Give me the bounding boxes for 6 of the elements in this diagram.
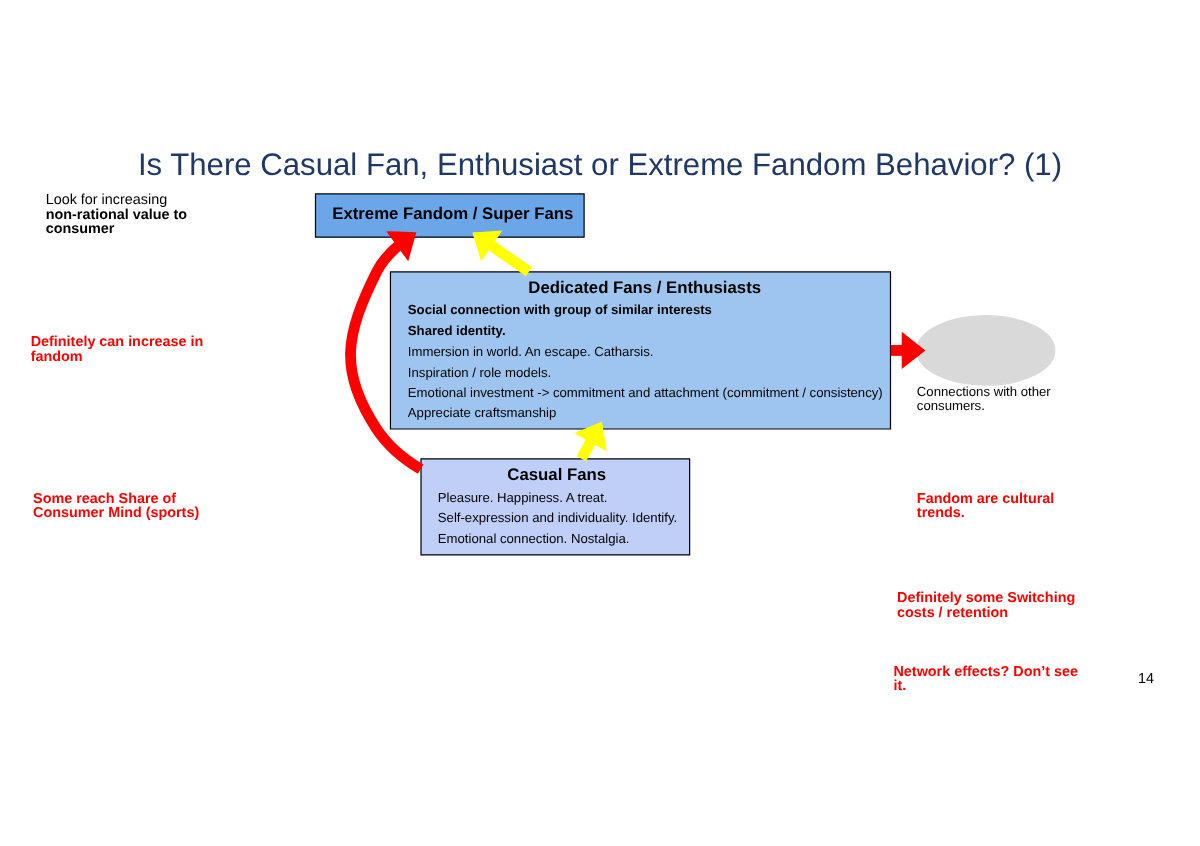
arrow [345, 231, 424, 474]
arrow [574, 421, 607, 462]
diagram-title: Is There Casual Fan, Enthusiast or Extreme Fandom Behavior? (1) [137, 148, 1063, 183]
node-ellipse [916, 315, 1056, 386]
arrow [472, 230, 533, 277]
node-box: Extreme Fandom / Super Fans [314, 193, 585, 238]
